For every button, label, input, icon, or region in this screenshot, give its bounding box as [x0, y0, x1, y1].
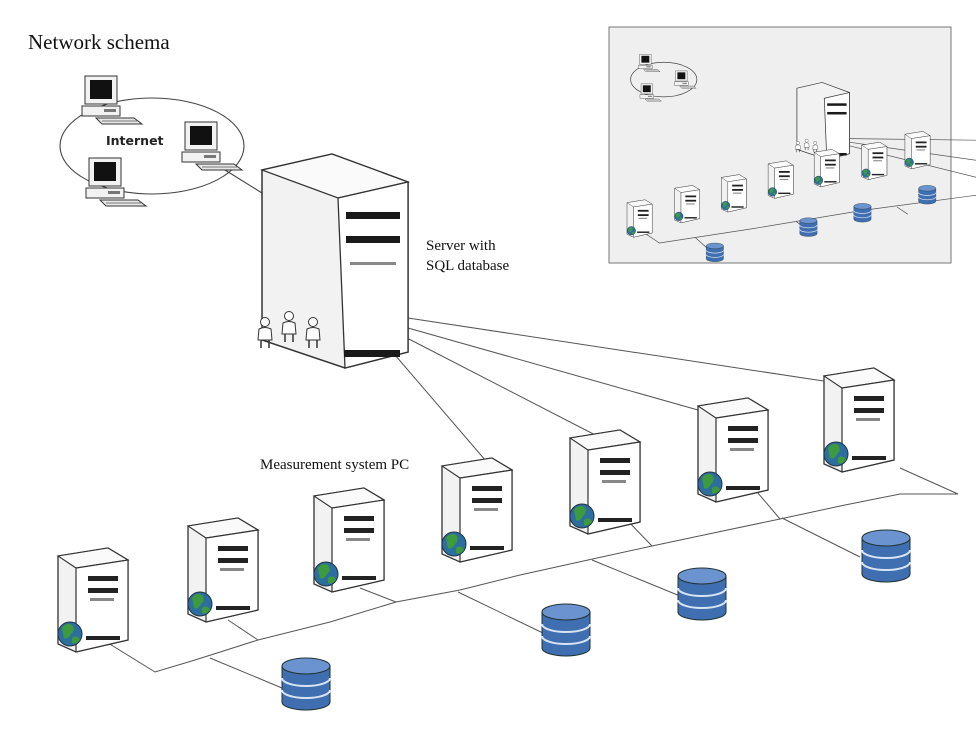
diagram-title: Network schema: [28, 30, 170, 54]
internet-computer-2: [181, 121, 243, 171]
database-icon-3: [677, 567, 727, 621]
measurement-system-label: Measurement system PC: [260, 457, 410, 473]
overview-inset: [608, 26, 976, 264]
measurement-pc-3: [697, 397, 769, 503]
internet-computer-3: [85, 157, 147, 207]
sql-server: [259, 153, 411, 369]
server-label-line2: SQL database: [426, 258, 510, 274]
database-icon-4: [861, 529, 911, 583]
measurement-pc-6: [187, 517, 259, 623]
server-label: Server with SQL database: [426, 236, 509, 276]
measurement-pc-7: [313, 487, 385, 593]
measurement-pc-4: [823, 367, 895, 473]
internet-computer-1: [81, 75, 143, 125]
internet-label: Internet: [106, 133, 164, 148]
measurement-pc-5: [57, 547, 129, 653]
measurement-pc-2: [569, 429, 641, 535]
measurement-pc-1: [441, 457, 513, 563]
database-icon-2: [541, 603, 591, 657]
database-icon-1: [281, 657, 331, 711]
server-label-line1: Server with: [426, 238, 496, 254]
